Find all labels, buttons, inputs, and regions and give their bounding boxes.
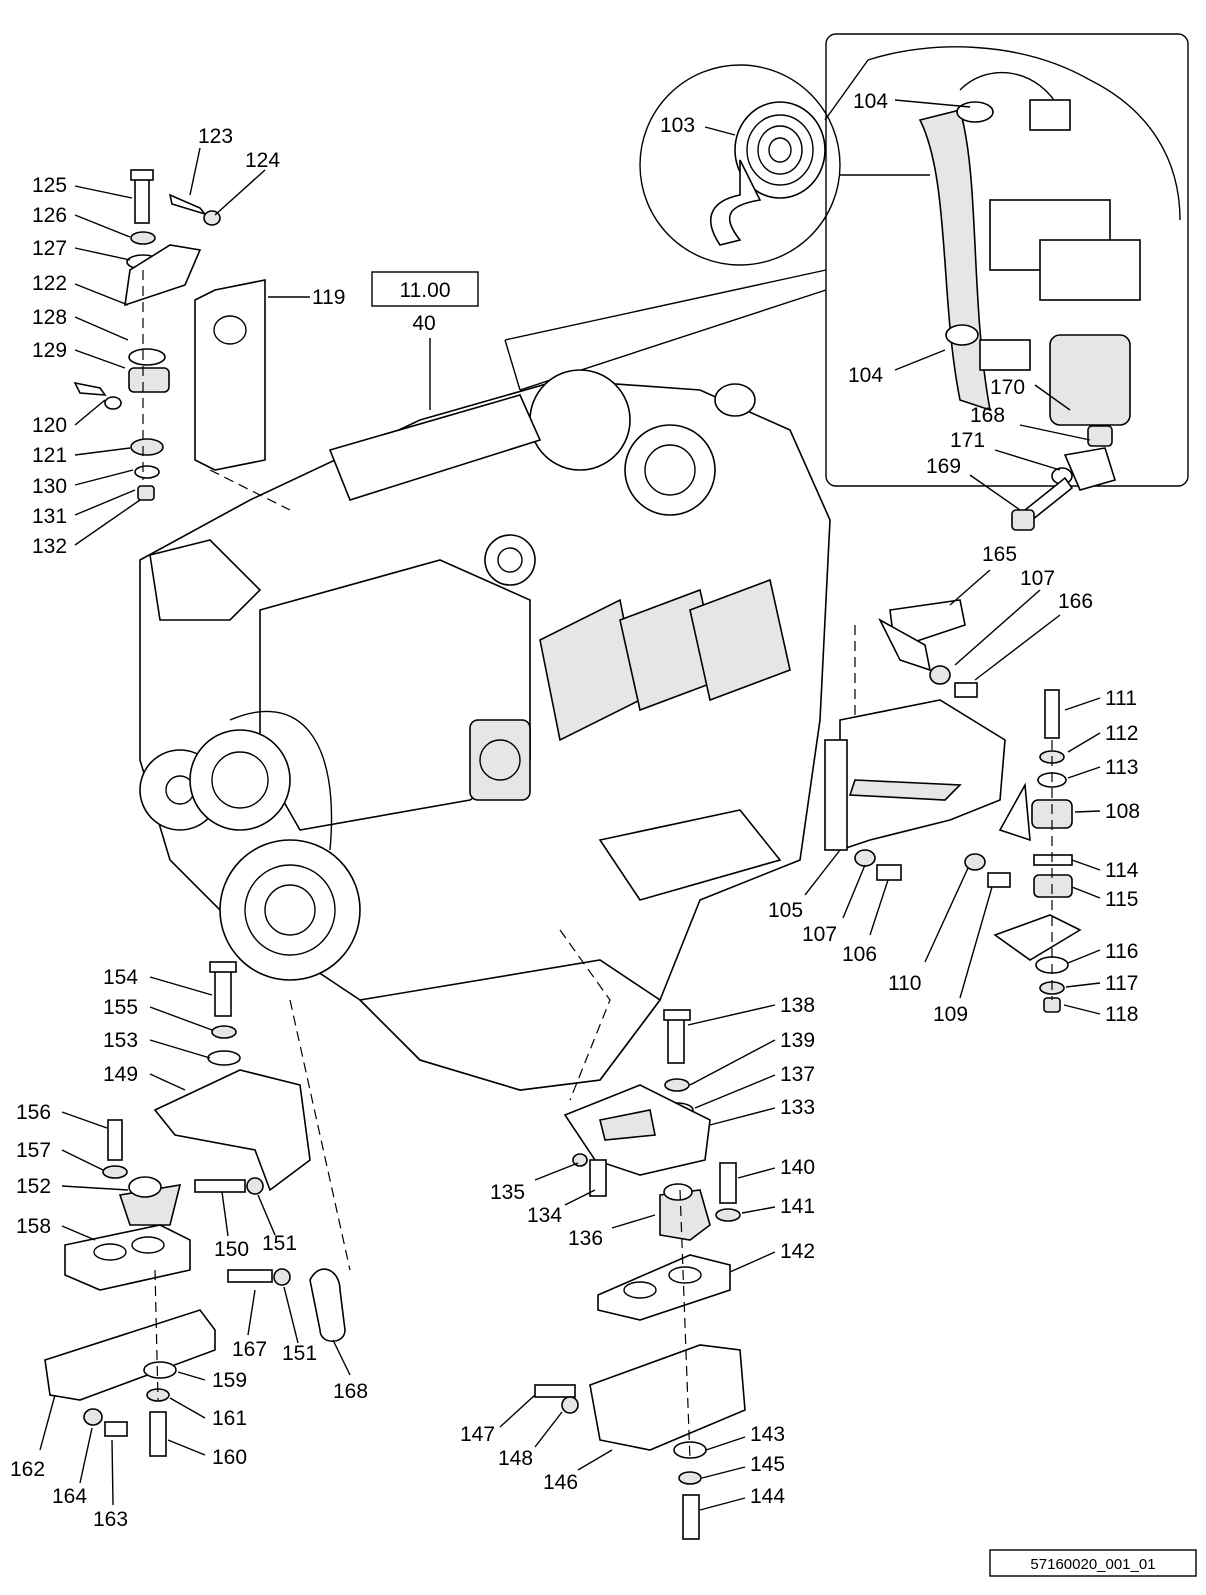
part-label-140: 140 [780,1156,815,1179]
part-label-159: 159 [212,1369,247,1392]
part-label-107: 107 [802,923,837,946]
mount-group-top-left [73,169,291,511]
tape-roll-detail [639,59,930,266]
part-label-106: 106 [842,943,877,966]
part-label-109: 109 [933,1003,968,1026]
part-label-153: 153 [103,1029,138,1052]
part-label-145: 145 [750,1453,785,1476]
leader-lines [39,99,1101,1511]
part-label-104: 104 [853,90,888,113]
part-label-157: 157 [16,1139,51,1162]
part-label-134: 134 [527,1204,562,1227]
part-label-152: 152 [16,1175,51,1198]
part-label-147: 147 [460,1423,495,1446]
part-label-171: 171 [950,429,985,452]
part-label-108: 108 [1105,800,1140,823]
part-label-146: 146 [543,1471,578,1494]
engine-assembly [139,369,831,1091]
drawing-code: 57160020_001_01 [1030,1556,1155,1573]
reference-box [371,269,827,410]
part-label-116: 116 [1105,940,1138,963]
reference-item: 40 [412,312,435,335]
mount-group-bottom-left [44,961,351,1457]
part-label-118: 118 [1105,1003,1138,1026]
part-label-111: 111 [1105,687,1137,710]
part-label-166: 166 [1058,590,1093,613]
part-label-143: 143 [750,1423,785,1446]
part-label-126: 126 [32,204,67,227]
part-label-124: 124 [245,149,280,172]
part-label-129: 129 [32,339,67,362]
drawing-code-frame [989,1549,1197,1577]
part-label-105: 105 [768,899,803,922]
part-label-154: 154 [103,966,138,989]
part-label-142: 142 [780,1240,815,1263]
part-label-156: 156 [16,1101,51,1124]
part-label-168: 168 [333,1380,368,1403]
part-label-161: 161 [212,1407,247,1430]
part-label-127: 127 [32,237,67,260]
part-label-107: 107 [1020,567,1055,590]
part-label-104: 104 [848,364,883,387]
part-label-138: 138 [780,994,815,1017]
part-label-103: 103 [660,114,695,137]
part-label-130: 130 [32,475,67,498]
detail-inset [825,33,1189,531]
part-label-139: 139 [780,1029,815,1052]
part-label-170: 170 [990,376,1025,399]
part-label-110: 110 [888,972,921,995]
part-label-149: 149 [103,1063,138,1086]
part-label-150: 150 [214,1238,249,1261]
part-label-137: 137 [780,1063,815,1086]
part-label-165: 165 [982,543,1017,566]
reference-group: 11.00 [400,279,451,302]
part-label-125: 125 [32,174,67,197]
part-label-151: 151 [262,1232,297,1255]
part-label-169: 169 [926,455,961,478]
part-label-117: 117 [1105,972,1138,995]
mount-group-bottom-center [534,929,746,1540]
part-label-151: 151 [282,1342,317,1365]
part-label-131: 131 [32,505,67,528]
part-label-136: 136 [568,1227,603,1250]
part-label-155: 155 [103,996,138,1019]
part-label-128: 128 [32,306,67,329]
part-label-162: 162 [10,1458,45,1481]
part-label-144: 144 [750,1485,785,1508]
part-label-163: 163 [93,1508,128,1531]
part-label-123: 123 [198,125,233,148]
part-label-132: 132 [32,535,67,558]
part-label-119: 119 [312,286,345,309]
part-label-167: 167 [232,1338,267,1361]
mount-group-right [824,599,1082,1013]
part-label-141: 141 [780,1195,815,1218]
part-label-112: 112 [1105,722,1138,745]
part-label-164: 164 [52,1485,87,1508]
part-label-113: 113 [1105,756,1138,779]
part-label-115: 115 [1105,888,1138,911]
part-label-122: 122 [32,272,67,295]
part-label-160: 160 [212,1446,247,1469]
part-label-133: 133 [780,1096,815,1119]
part-label-158: 158 [16,1215,51,1238]
part-label-120: 120 [32,414,67,437]
part-label-121: 121 [32,444,67,467]
part-label-135: 135 [490,1181,525,1204]
part-label-168: 168 [970,404,1005,427]
part-labels: 103 104 104 170 168 171 169 123 124 125 … [10,90,1140,1531]
part-label-114: 114 [1105,859,1139,882]
part-label-148: 148 [498,1447,533,1470]
